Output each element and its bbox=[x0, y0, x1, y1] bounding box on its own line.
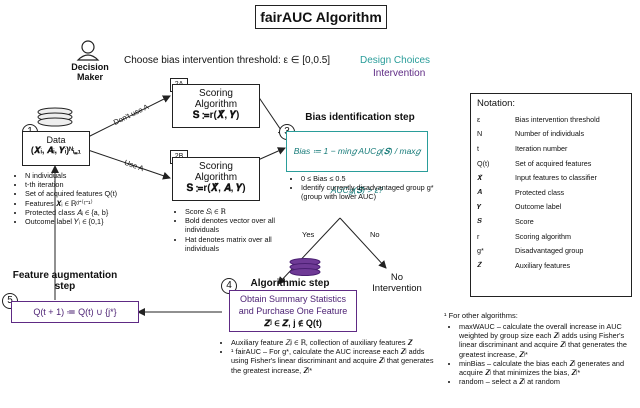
notation-symbol: 𝒁̃ bbox=[477, 260, 482, 270]
list-item: Outcome label 𝑌ᵢ ∈ {0,1} bbox=[25, 217, 145, 226]
no-label: No bbox=[370, 230, 380, 239]
notation-symbol: Q(t) bbox=[477, 158, 490, 168]
notation-symbol: ε bbox=[477, 114, 481, 124]
list-item: t-th iteration bbox=[25, 180, 145, 189]
list-item: Protected class 𝐴ᵢ ∈ {a, b} bbox=[25, 208, 145, 217]
notation-meaning: Disadvantaged group bbox=[515, 246, 584, 256]
notation-meaning: Set of acquired features bbox=[515, 158, 592, 168]
list-item: maxWAUC – calculate the overall increase… bbox=[459, 322, 640, 359]
list-item: Identify currently disadvantaged group g… bbox=[301, 183, 441, 201]
arrow-to-2b bbox=[87, 149, 171, 180]
bias-formula-box: Bias ≔ 1 − min𝑔 AUC𝑔(𝑺) / max𝑔 AUC𝑔(𝑺) >… bbox=[286, 131, 428, 195]
notation-meaning: Protected class bbox=[515, 187, 565, 197]
list-item: N individuals bbox=[25, 171, 145, 180]
arrow-to-2a bbox=[87, 95, 171, 138]
algorithmic-bullets: Auxiliary feature 𝑍ᵢʲ ∈ ℝ, collection of… bbox=[222, 338, 443, 375]
purchase-line1: Obtain Summary Statistics bbox=[239, 294, 347, 304]
notation-meaning: Auxiliary features bbox=[515, 260, 571, 270]
notation-symbol: g* bbox=[477, 246, 484, 256]
scoring-2a-line2: Algorithm bbox=[194, 99, 238, 110]
table-row: 𝑿̃ Input features to classifier bbox=[471, 170, 602, 185]
table-row: Q(t) Set of acquired features bbox=[471, 156, 602, 171]
scoring-2b-line2: Algorithm bbox=[194, 172, 238, 183]
notation-symbol: 𝑨 bbox=[477, 187, 483, 197]
feature-augmentation-title: Feature augmentation step bbox=[12, 270, 118, 292]
bias-formula: Bias ≔ 1 − min𝑔 AUC𝑔(𝑺) / max𝑔 AUC𝑔(𝑺) >… bbox=[293, 146, 421, 195]
notation-symbol: t bbox=[477, 143, 479, 153]
list-item: Hat denotes matrix over all individuals bbox=[185, 235, 285, 253]
notation-meaning: Input features to classifier bbox=[515, 173, 597, 183]
notation-symbol: 𝑿̃ bbox=[477, 172, 483, 182]
table-row: 𝑺 Score bbox=[471, 214, 602, 229]
scoring-2b-formula: 𝐒 ≔r(𝑿̃, 𝑨, 𝒀) bbox=[186, 183, 246, 194]
data-box: Data (𝑿ᵢ, 𝑨ᵢ, 𝒀ᵢ)ᴺᵢ₌₁ bbox=[22, 131, 90, 166]
scoring-2a-formula: 𝐒 ≔r(𝑿̃, 𝒀) bbox=[192, 110, 240, 121]
scoring-2b-line1: Scoring bbox=[199, 161, 233, 172]
purchase-line2: and Purchase One Feature bbox=[238, 306, 348, 316]
bias-step-title: Bias identification step bbox=[305, 112, 415, 123]
person-head bbox=[81, 40, 95, 54]
notation-symbol: N bbox=[477, 129, 483, 139]
data-label: Data bbox=[46, 135, 66, 145]
table-row: 𝑨 Protected class bbox=[471, 185, 602, 200]
table-row: r Scoring algorithm bbox=[471, 229, 602, 244]
notation-symbol: r bbox=[477, 231, 480, 241]
notation-meaning: Number of individuals bbox=[515, 129, 585, 139]
notation-meaning: Bias intervention threshold bbox=[515, 114, 600, 124]
scoring-2a-line1: Scoring bbox=[199, 88, 233, 99]
scoring-box-2b: Scoring Algorithm 𝐒 ≔r(𝑿̃, 𝑨, 𝒀) bbox=[172, 157, 260, 201]
list-item: random – select a 𝒁ʲ at random bbox=[459, 377, 640, 386]
feature-augmentation-box: Q(t + 1) ≔ Q(t) ∪ {j*} bbox=[11, 301, 139, 323]
decision-maker-label: Decision Maker bbox=[71, 62, 109, 82]
other-algorithms-list: maxWAUC – calculate the overall increase… bbox=[450, 322, 640, 386]
arrow-yes bbox=[277, 217, 341, 285]
augmentation-formula: Q(t + 1) ≔ Q(t) ∪ {j*} bbox=[33, 307, 117, 317]
diagram-title: fairAUC Algorithm bbox=[255, 5, 387, 29]
legend-intervention: Intervention bbox=[373, 68, 426, 79]
yes-label: Yes bbox=[302, 230, 315, 239]
list-item: Bold denotes vector over all individuals bbox=[185, 216, 285, 234]
table-row: g* Disadvantaged group bbox=[471, 243, 602, 258]
data-bullets: N individuals t-th iteration Set of acqu… bbox=[16, 171, 145, 226]
list-item: Auxiliary feature 𝑍ᵢʲ ∈ ℝ, collection of… bbox=[231, 338, 443, 347]
notation-symbol: 𝒀 bbox=[477, 201, 482, 211]
threshold-text: Choose bias intervention threshold: ε ∈ … bbox=[124, 55, 331, 66]
list-item: Set of acquired features Q(t) bbox=[25, 189, 145, 198]
legend-design: Design Choices bbox=[360, 55, 431, 66]
scoring-bullets: Score 𝑆ᵢ ∈ ℝ Bold denotes vector over al… bbox=[176, 207, 285, 253]
algorithmic-step-title: Algorithmic step bbox=[250, 278, 330, 289]
list-item: Score 𝑆ᵢ ∈ ℝ bbox=[185, 207, 285, 216]
list-item: ¹ fairAUC – For g*, calculate the AUC in… bbox=[231, 347, 443, 375]
arrow-2b-bias bbox=[257, 147, 286, 161]
list-item: 0 ≤ Bias ≤ 0.5 bbox=[301, 174, 441, 183]
list-item: Features 𝑿ᵢ ∈ ℝᵈ⁺⁽ᵗ⁻¹⁾ bbox=[25, 199, 145, 208]
arrow-no bbox=[339, 217, 387, 269]
notation-meaning: Scoring algorithm bbox=[515, 231, 571, 241]
purchase-formula: 𝒁ʲ ∈ 𝒁̃, j ∉ Q(t) bbox=[264, 318, 322, 328]
table-row: N Number of individuals bbox=[471, 127, 602, 142]
bias-bullets: 0 ≤ Bias ≤ 0.5 Identify currently disadv… bbox=[292, 174, 441, 202]
purchase-feature-box: Obtain Summary Statistics and Purchase O… bbox=[229, 290, 357, 332]
other-algorithms-title: ¹ For other algorithms: bbox=[444, 311, 518, 320]
table-row: 𝒁̃ Auxiliary features bbox=[471, 258, 602, 273]
scoring-box-2a: Scoring Algorithm 𝐒 ≔r(𝑿̃, 𝒀) bbox=[172, 84, 260, 128]
data-formula: (𝑿ᵢ, 𝑨ᵢ, 𝒀ᵢ)ᴺᵢ₌₁ bbox=[30, 145, 82, 155]
no-intervention-label: No Intervention bbox=[372, 272, 422, 294]
notation-meaning: Iteration number bbox=[515, 143, 568, 153]
list-item: minBias – calculate the bias each 𝒁ʲ gen… bbox=[459, 359, 640, 377]
notation-meaning: Score bbox=[515, 216, 534, 226]
notation-symbol: 𝑺 bbox=[477, 216, 482, 226]
table-row: ε Bias intervention threshold bbox=[471, 112, 602, 127]
table-row: t Iteration number bbox=[471, 141, 602, 156]
table-row: 𝒀 Outcome label bbox=[471, 200, 602, 215]
notation-meaning: Outcome label bbox=[515, 202, 562, 212]
notation-title: Notation: bbox=[477, 98, 516, 109]
